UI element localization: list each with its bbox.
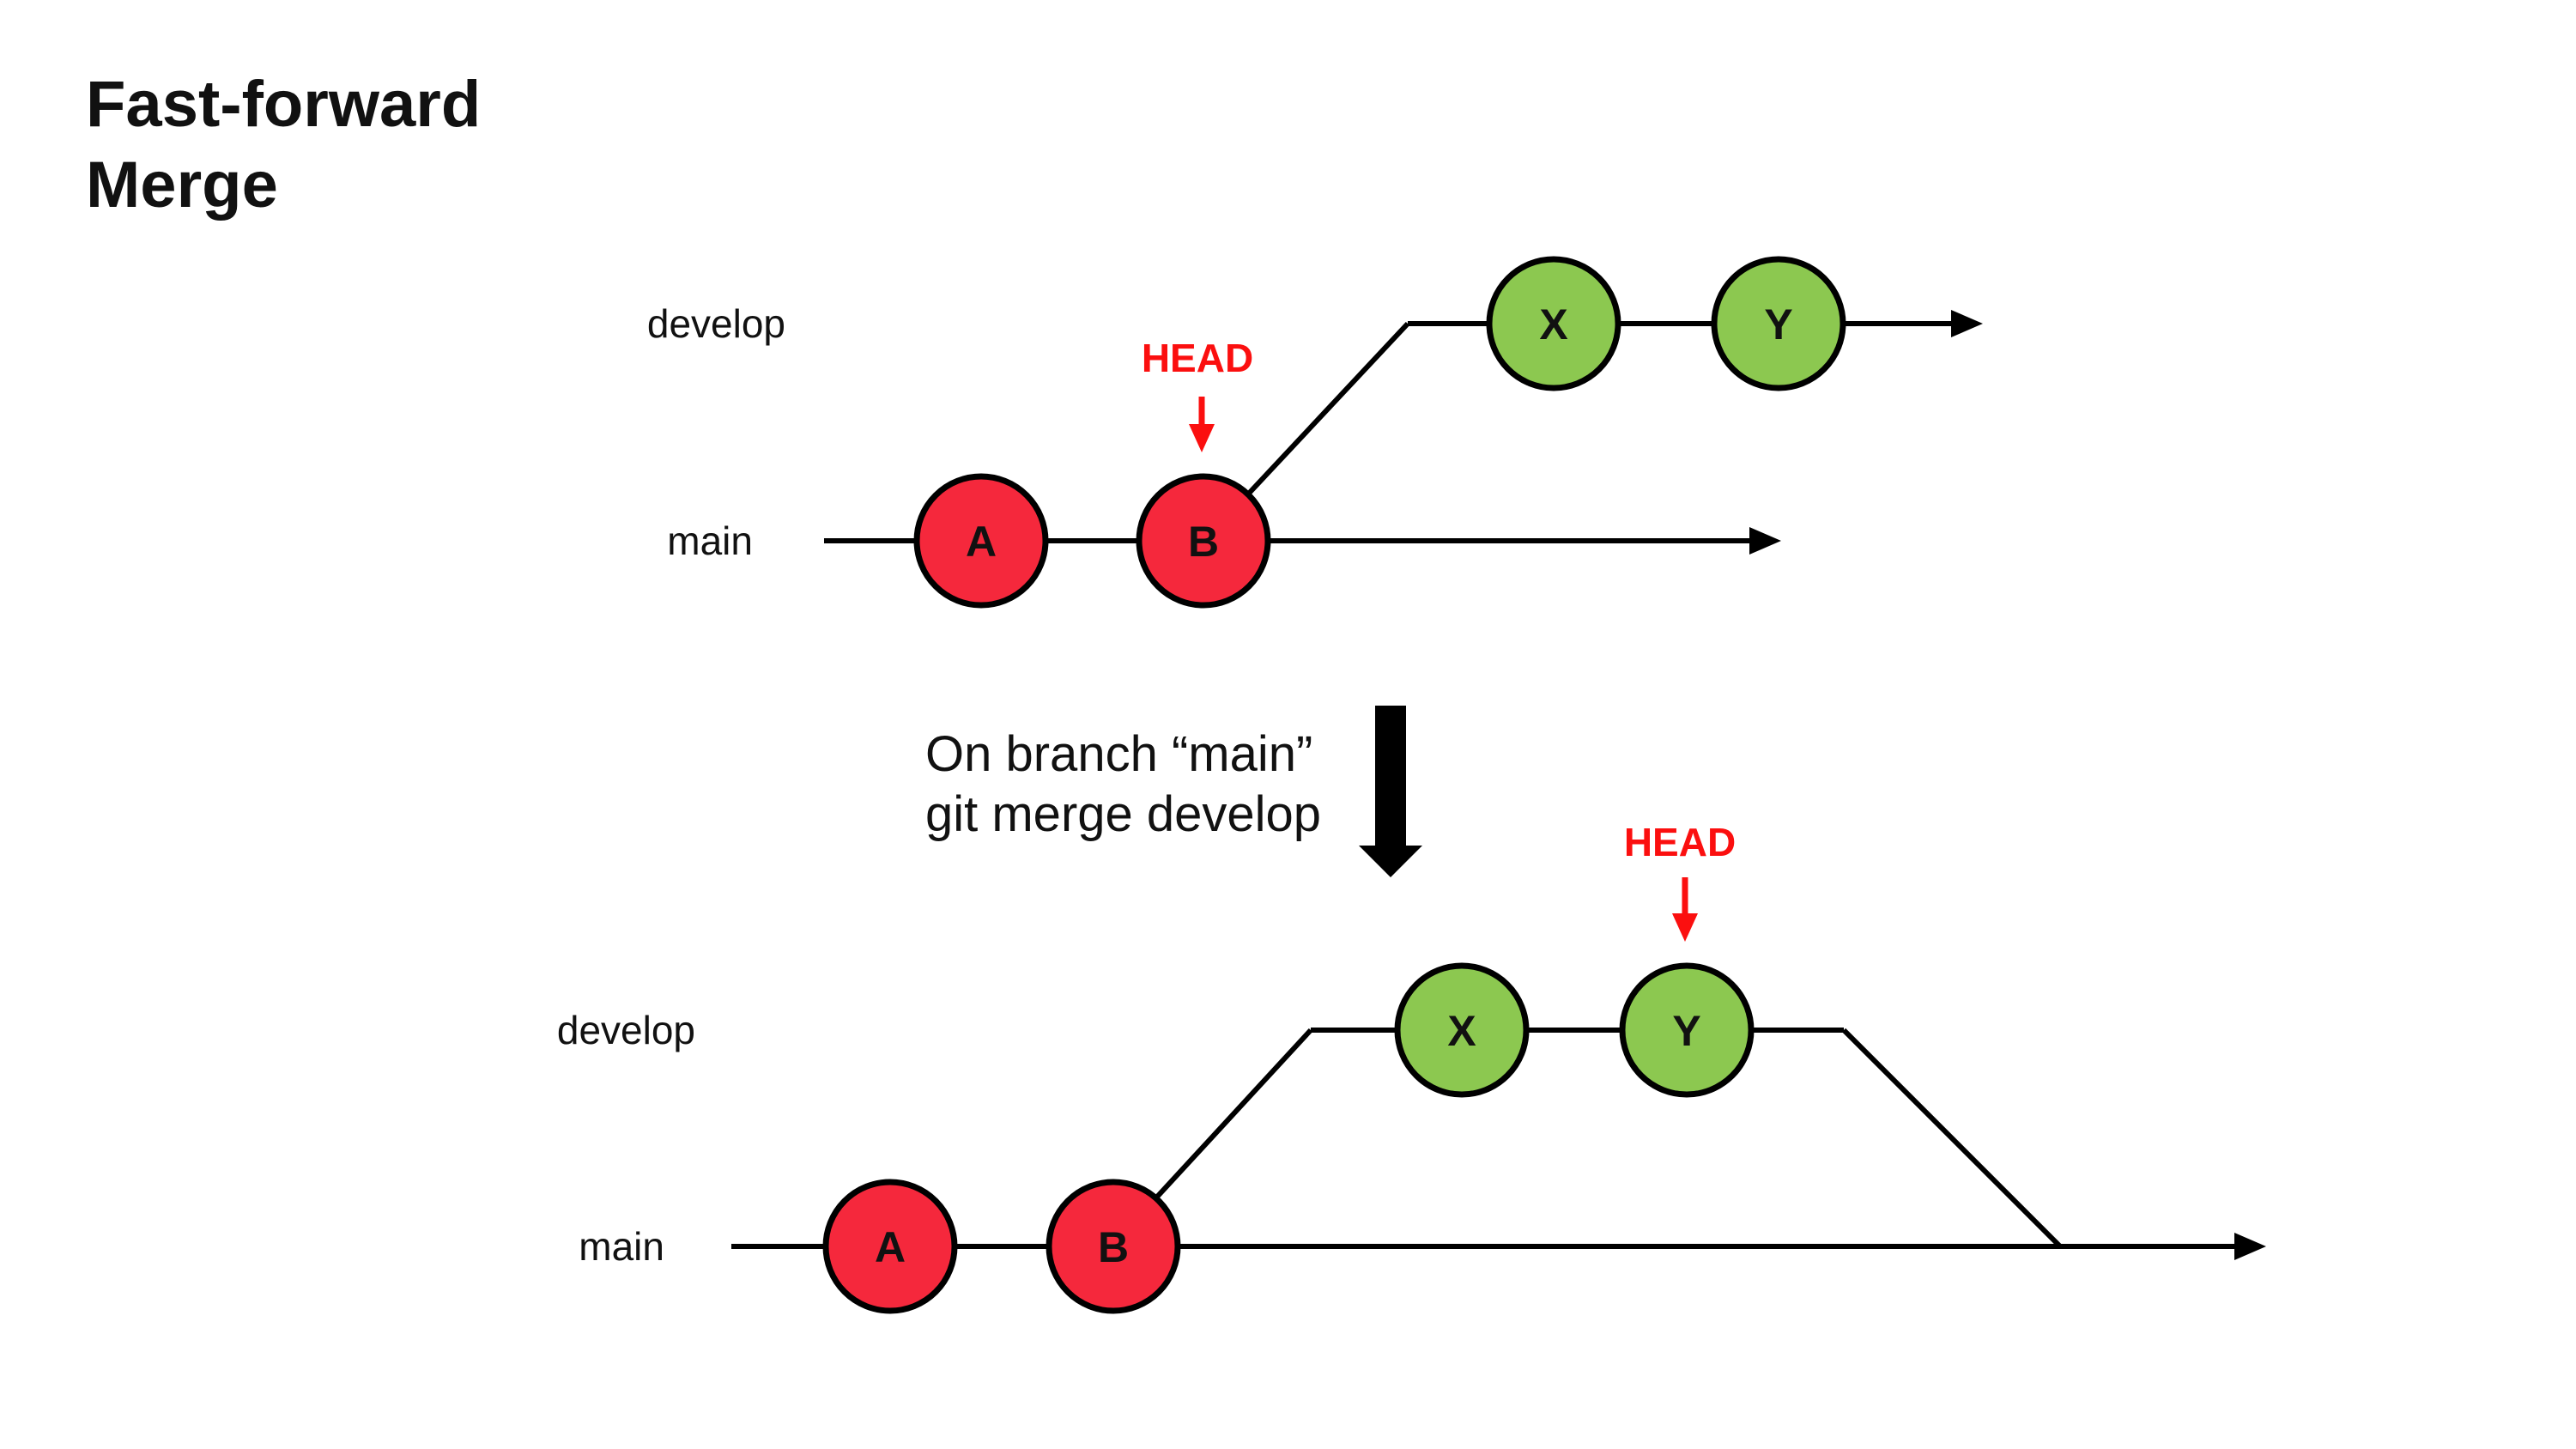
merge-command-line-2: git merge develop (925, 786, 1321, 842)
after-branch-off-diagonal-line (1126, 1028, 1313, 1230)
before-develop-branch-label: develop (647, 301, 785, 346)
after-commit-b-label: B (1098, 1223, 1129, 1271)
before-branch-off-diagonal-line (1216, 321, 1410, 528)
before-head-arrowhead-icon (1189, 424, 1215, 452)
slide-title: Fast-forward Merge (86, 68, 481, 221)
after-head-label: HEAD (1624, 820, 1736, 864)
before-head-label: HEAD (1142, 336, 1253, 380)
after-develop-branch-label: develop (557, 1008, 695, 1052)
before-commit-b-label: B (1188, 518, 1219, 566)
before-develop-arrowhead-icon (1951, 310, 1983, 337)
down-block-arrow-icon (1359, 706, 1422, 877)
after-commit-x-node (1394, 962, 1530, 1098)
after-head-arrowhead-icon (1672, 913, 1698, 942)
before-commit-b-node (1136, 473, 1271, 609)
before-main-arrowhead-icon (1749, 527, 1781, 555)
merge-action: On branch “main” git merge develop (925, 706, 1422, 877)
before-commit-x-node (1486, 256, 1621, 391)
title-line-2: Merge (86, 149, 278, 221)
merge-command-line-1: On branch “main” (925, 726, 1312, 782)
after-merge-diagram: develop main A B X Y HEAD (557, 820, 2266, 1314)
after-commit-x-label: X (1447, 1007, 1476, 1055)
after-commit-y-node (1619, 962, 1755, 1098)
before-main-branch-label: main (667, 518, 753, 563)
after-commit-b-node (1046, 1179, 1181, 1314)
before-commit-y-label: Y (1764, 300, 1792, 349)
after-main-branch-label: main (579, 1224, 664, 1269)
after-commit-a-node (822, 1179, 958, 1314)
after-merge-back-diagonal-line (1841, 1028, 2063, 1249)
title-line-1: Fast-forward (86, 68, 481, 141)
after-commit-y-label: Y (1672, 1007, 1700, 1055)
after-main-arrowhead-icon (2234, 1233, 2266, 1260)
before-commit-x-label: X (1539, 300, 1567, 349)
before-commit-y-node (1711, 256, 1846, 391)
after-commit-a-label: A (875, 1223, 906, 1271)
before-commit-a-node (913, 473, 1049, 609)
before-commit-a-label: A (966, 518, 997, 566)
before-merge-diagram: develop main A B X Y HEAD (647, 256, 1983, 609)
